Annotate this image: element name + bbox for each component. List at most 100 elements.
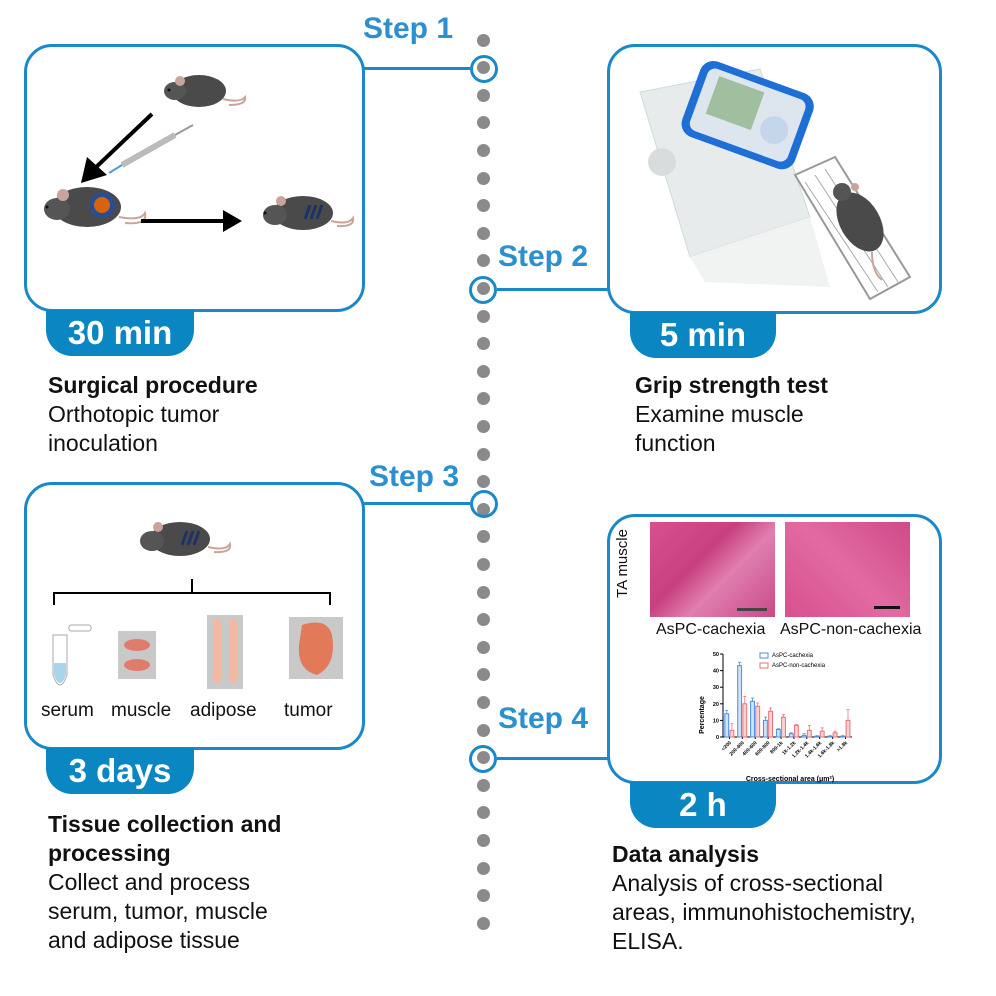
step-1-desc-line: Orthotopic tumor xyxy=(48,401,220,427)
step-1-description: Surgical procedure Orthotopic tumor inoc… xyxy=(48,371,258,458)
bar-cachexia xyxy=(801,734,807,738)
step-3-desc-line: and adipose tissue xyxy=(48,927,240,953)
y-tick-label: 40 xyxy=(713,669,719,675)
bar-non-cachexia xyxy=(742,703,748,738)
timeline-dot xyxy=(476,199,490,213)
surgery-illustration xyxy=(44,75,355,232)
step-4-title: Data analysis xyxy=(612,841,760,867)
step-4-desc-line: ELISA. xyxy=(612,928,684,954)
bar-non-cachexia xyxy=(845,719,851,738)
timeline-dot xyxy=(476,254,490,268)
tissue-label-muscle: muscle xyxy=(111,700,172,721)
timeline-dot xyxy=(476,640,490,654)
timeline-dot xyxy=(476,447,490,461)
step-3-title: Tissue collection and xyxy=(48,811,282,837)
step-3-desc-line: Collect and process xyxy=(48,869,250,895)
step-2-desc-line: Examine muscle xyxy=(635,401,804,427)
timeline-dot xyxy=(476,392,490,406)
step-2-card xyxy=(607,44,942,314)
step-2-desc-line: function xyxy=(635,430,716,456)
step-2-label: Step 2 xyxy=(498,240,589,273)
step-1-card xyxy=(24,44,365,312)
step-4-card: TA muscle AsPC-cachexia AsPC-non-cachexi… xyxy=(607,514,942,784)
legend-label: AsPC-cachexia xyxy=(772,653,814,659)
bar-non-cachexia xyxy=(832,732,838,738)
step-3-title: processing xyxy=(48,840,171,866)
legend-swatch xyxy=(759,652,769,659)
serum-tube-icon xyxy=(52,624,92,686)
bar-non-cachexia xyxy=(819,730,825,738)
timeline-dot xyxy=(476,557,490,571)
timeline-dot xyxy=(476,889,490,903)
timeline-dot xyxy=(476,33,490,47)
step-3-desc-line: serum, tumor, muscle xyxy=(48,898,268,924)
mouse-tumor-icon xyxy=(44,187,147,227)
y-tick-label: 50 xyxy=(713,652,719,658)
tissue-label-serum: serum xyxy=(41,700,94,721)
bar-non-cachexia xyxy=(768,710,774,738)
bar-cachexia xyxy=(814,735,820,738)
timeline-dot xyxy=(476,916,490,930)
step-1-label: Step 1 xyxy=(363,12,454,45)
timeline-dot xyxy=(476,226,490,240)
timeline-dot xyxy=(476,364,490,378)
mouse-icon xyxy=(164,75,247,107)
timeline-dot xyxy=(476,723,490,737)
bar-cachexia xyxy=(788,733,794,738)
timeline-dot xyxy=(476,695,490,709)
step-2-connector xyxy=(497,288,609,291)
chart-y-label: Percentage xyxy=(699,696,706,734)
bar-non-cachexia xyxy=(781,716,786,738)
mouse-sutured-icon xyxy=(140,522,232,556)
histology-image-cachexia xyxy=(650,522,775,617)
timeline-dot xyxy=(476,613,490,627)
bracket-icon xyxy=(53,579,331,605)
step-3-marker xyxy=(470,490,498,518)
step-2-duration-badge: 5 min xyxy=(630,312,776,358)
bar-non-cachexia xyxy=(793,724,799,738)
step-2-marker xyxy=(469,276,497,304)
step-4-label: Step 4 xyxy=(498,702,589,735)
mouse-sutured-icon xyxy=(263,196,355,230)
step-3-connector xyxy=(360,502,470,505)
bar-cachexia xyxy=(763,719,768,738)
arrow-right-icon xyxy=(141,210,242,232)
tissue-illustration xyxy=(52,522,343,689)
y-tick-label: 20 xyxy=(713,702,719,708)
grip-meter-device xyxy=(681,60,814,170)
step-1-desc-line: inoculation xyxy=(48,430,158,456)
x-tick-label: 600-800 xyxy=(754,740,771,757)
histology-image-non-cachexia xyxy=(785,522,910,617)
x-tick-label: >1.8k xyxy=(836,740,849,753)
y-tick-label: 0 xyxy=(716,735,719,741)
timeline-dot xyxy=(476,475,490,489)
step-4-marker xyxy=(469,745,497,773)
timeline-dot xyxy=(476,88,490,102)
step-3-duration-badge: 3 days xyxy=(46,748,194,794)
step-1-connector xyxy=(360,67,470,70)
chart-x-label: Cross-sectional area (μm²) xyxy=(746,776,834,783)
bar-cachexia xyxy=(724,713,730,738)
legend-label: AsPC-non-cachexia xyxy=(772,663,826,669)
arrow-down-left-icon xyxy=(81,112,154,183)
timeline-dot xyxy=(476,530,490,544)
step-1-title: Surgical procedure xyxy=(48,372,258,398)
bar-cachexia xyxy=(827,735,833,738)
mouse-on-grid-icon xyxy=(833,183,884,281)
timeline-dot xyxy=(476,861,490,875)
step-1-duration-badge: 30 min xyxy=(46,310,194,356)
timeline-dot xyxy=(476,337,490,351)
tissue-label-adipose: adipose xyxy=(190,700,257,721)
timeline-dot xyxy=(476,171,490,185)
timeline-dot xyxy=(476,116,490,130)
bar-non-cachexia xyxy=(755,705,761,738)
grip-grid xyxy=(793,155,912,301)
syringe-icon xyxy=(108,124,194,174)
step-4-desc-line: areas, immunohistochemistry, xyxy=(612,899,916,925)
tissue-label-tumor: tumor xyxy=(284,700,333,721)
histology-row-label: TA muscle xyxy=(613,529,631,598)
bar-cachexia xyxy=(840,735,846,738)
step-4-desc-line: Analysis of cross-sectional xyxy=(612,870,883,896)
timeline-dot xyxy=(476,833,490,847)
bar-cachexia xyxy=(775,729,781,738)
